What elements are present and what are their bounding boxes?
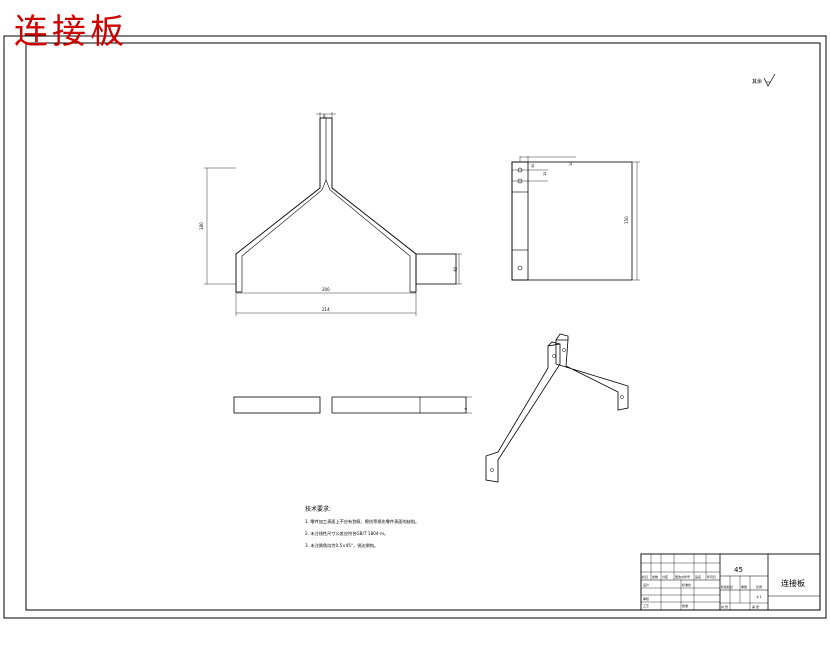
tb-label-scale: 比例 (756, 584, 762, 589)
tb-label-approve: 批准 (682, 603, 688, 608)
dim-plate-thickness: 3 (464, 408, 468, 410)
dim-side-d2: 15 (543, 172, 547, 176)
dim-overall-width: 214 (322, 307, 330, 312)
dim-side-d3: 30 (531, 164, 535, 168)
dim-height-left: 180 (199, 222, 204, 230)
dim-top-width: 8 (323, 114, 326, 119)
tb-label-total-sheets: 共 张 (721, 604, 728, 609)
tb-label-sheet-no: 第 张 (752, 604, 759, 609)
tb-label-stage: 阶段标记 (721, 584, 733, 589)
note-item-3: 3. 未注倒角均为0.5×45°，锐边倒钝。 (305, 542, 378, 549)
dim-inner-width: 200 (322, 287, 330, 292)
side-view (511, 156, 640, 281)
note-item-2: 2. 未注线性尺寸公差应符合GB/T 1804-m。 (305, 530, 388, 537)
dim-side-height: 150 (624, 216, 629, 224)
dim-tab-height: 40 (453, 266, 458, 272)
tb-label-sign: 签名 (695, 574, 701, 579)
tb-label-design: 设计 (643, 582, 649, 587)
front-view (204, 112, 462, 316)
tb-label-process: 工艺 (643, 603, 649, 608)
surface-roughness-mark: 其余 (752, 73, 776, 87)
tb-label-standard: 标准化 (682, 582, 691, 587)
drawing-title: 连接板 (14, 12, 128, 52)
isometric-view (485, 333, 629, 483)
inner-border (25, 42, 821, 611)
tb-label-review: 审核 (643, 596, 649, 601)
title-block (640, 553, 821, 611)
note-item-1: 1. 零件加工表面上不应有划痕、擦伤等损伤零件表面的缺陷。 (305, 518, 419, 525)
notes-heading: 技术要求: (305, 505, 331, 513)
material-label: 45 (734, 566, 743, 574)
dim-side-d1: 10 (569, 162, 573, 166)
outer-border (3, 35, 827, 619)
tb-label-count: 处数 (652, 574, 658, 579)
top-view (233, 396, 472, 414)
tb-label-date: 年月日 (707, 574, 716, 579)
part-name-label: 连接板 (781, 578, 805, 588)
tb-label-change-doc: 更改文件号 (675, 574, 690, 579)
tb-scale-value: 1:1 (756, 595, 762, 599)
surface-mark-label: 其余 (752, 78, 762, 85)
technical-notes: 技术要求: 1. 零件加工表面上不应有划痕、擦伤等损伤零件表面的缺陷。 2. 未… (305, 505, 419, 549)
tb-label-zone: 分区 (662, 574, 668, 579)
tb-label-mark: 标记 (642, 574, 648, 579)
tb-label-weight: 重量 (741, 584, 747, 589)
